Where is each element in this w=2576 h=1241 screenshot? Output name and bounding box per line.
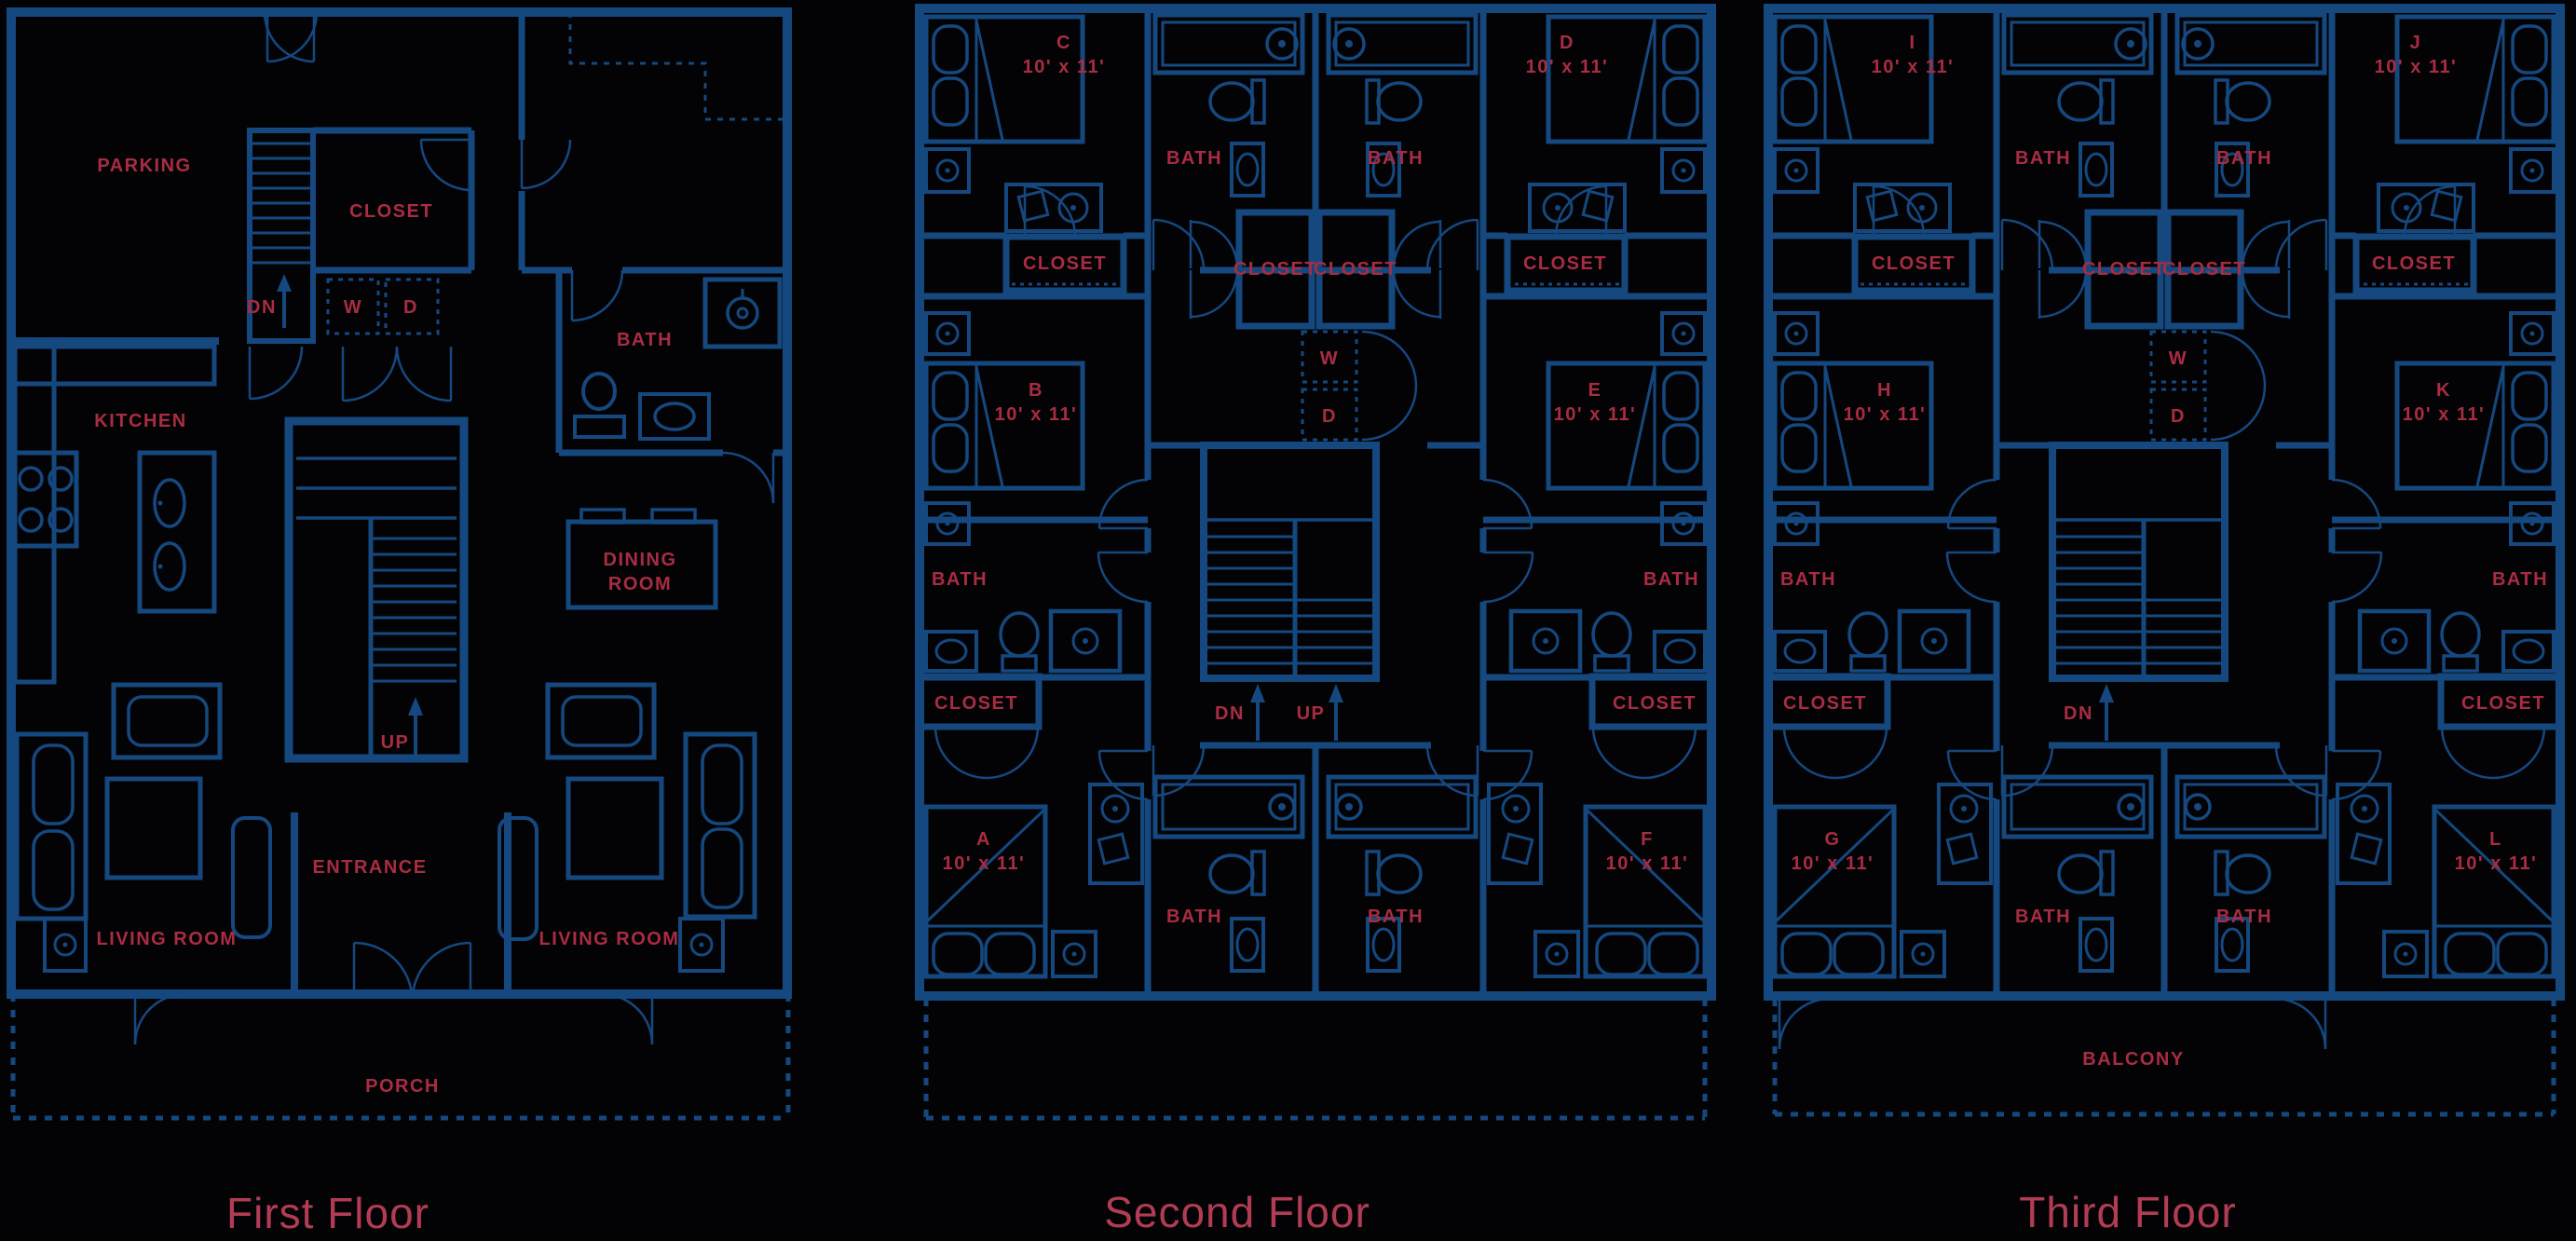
- dining-line2: ROOM: [607, 574, 673, 594]
- bedroom-label-d: D 10' x 11': [1526, 31, 1609, 79]
- bedroom-dims: 10' x 11': [2454, 853, 2538, 874]
- room-label-bath: BATH: [2014, 907, 2072, 927]
- bedroom-dims: 10' x 11': [1843, 404, 1927, 425]
- bedroom-label-e: E 10' x 11': [1554, 378, 1637, 427]
- room-label-porch: PORCH: [365, 1076, 440, 1097]
- room-label-dining-room: DINING ROOM: [604, 548, 677, 596]
- room-label-closet: CLOSET: [2161, 259, 2247, 280]
- room-label-bath: BATH: [2215, 148, 2273, 169]
- bedroom-label-j: J 10' x 11': [2375, 31, 2458, 79]
- stair-label-up-f1: UP: [380, 732, 410, 753]
- bedroom-label-i: I 10' x 11': [1872, 31, 1955, 79]
- room-label-closet: CLOSET: [1782, 693, 1868, 714]
- room-label-closet: CLOSET: [1612, 693, 1697, 714]
- room-label-bath: BATH: [1165, 148, 1223, 169]
- room-label-bath: BATH: [1642, 569, 1700, 590]
- bedroom-dims: 10' x 11': [1791, 853, 1874, 874]
- room-label-closet: CLOSET: [2081, 259, 2167, 280]
- room-label-bath: BATH: [2014, 148, 2072, 169]
- bedroom-label-f: F 10' x 11': [1606, 827, 1689, 876]
- floor-title-first: First Floor: [226, 1189, 429, 1237]
- bedroom-dims: 10' x 11': [942, 853, 1026, 874]
- dining-line1: DINING: [603, 550, 677, 570]
- floor-title-second: Second Floor: [1104, 1188, 1370, 1236]
- washer-label-f3: W: [2168, 348, 2188, 369]
- bedroom-letter: H: [1877, 380, 1892, 401]
- room-label-closet: CLOSET: [1522, 253, 1608, 274]
- room-label-bath: BATH: [931, 569, 988, 590]
- bedroom-letter: L: [2489, 829, 2502, 850]
- bedroom-dims: 10' x 11': [1022, 57, 1106, 77]
- bedroom-letter: B: [1029, 380, 1043, 401]
- room-label-balcony: BALCONY: [2082, 1049, 2185, 1070]
- washer-label-f1: W: [343, 297, 363, 318]
- bedroom-letter: A: [976, 829, 991, 850]
- first-floor-plan: [7, 7, 792, 1121]
- room-label-closet-f1: CLOSET: [348, 201, 434, 222]
- room-label-entrance: ENTRANCE: [312, 857, 428, 878]
- bedroom-dims: 10' x 11': [1525, 57, 1609, 77]
- bedroom-letter: F: [1641, 829, 1654, 850]
- room-label-bath: BATH: [1165, 907, 1223, 927]
- room-label-closet: CLOSET: [2460, 693, 2546, 714]
- bedroom-dims: 10' x 11': [994, 404, 1078, 425]
- third-floor-plan: [1768, 8, 2560, 1117]
- bedroom-label-k: K 10' x 11': [2403, 378, 2486, 427]
- room-label-living-right: LIVING ROOM: [538, 929, 680, 949]
- room-label-living-left: LIVING ROOM: [96, 929, 238, 949]
- room-label-closet: CLOSET: [1022, 253, 1108, 274]
- room-label-closet: CLOSET: [1313, 259, 1398, 280]
- bedroom-label-g: G 10' x 11': [1792, 827, 1874, 876]
- bedroom-dims: 10' x 11': [1871, 57, 1955, 77]
- stair-label-up-f2: UP: [1296, 703, 1326, 724]
- bedroom-letter: D: [1560, 33, 1574, 53]
- bedroom-label-a: A 10' x 11': [943, 827, 1026, 876]
- room-label-parking: PARKING: [97, 156, 192, 176]
- room-label-bath-f1: BATH: [616, 330, 674, 350]
- stair-label-dn-f2: DN: [1215, 703, 1245, 724]
- room-label-bath: BATH: [2215, 907, 2273, 927]
- room-label-bath: BATH: [1367, 148, 1424, 169]
- dryer-label-f2: D: [1322, 406, 1337, 427]
- bedroom-letter: C: [1056, 33, 1071, 53]
- bedroom-label-c: C 10' x 11': [1023, 31, 1106, 79]
- bedroom-label-h: H 10' x 11': [1844, 378, 1927, 427]
- bedroom-letter: E: [1588, 380, 1602, 401]
- room-label-closet: CLOSET: [934, 693, 1019, 714]
- dryer-label-f3: D: [2171, 406, 2186, 427]
- bedroom-letter: K: [2436, 380, 2451, 401]
- bedroom-letter: I: [1909, 33, 1916, 53]
- stair-label-dn-f3: DN: [2064, 703, 2093, 724]
- room-label-closet: CLOSET: [1871, 253, 1956, 274]
- washer-label-f2: W: [1319, 348, 1340, 369]
- room-label-bath: BATH: [2491, 569, 2549, 590]
- room-label-kitchen: KITCHEN: [94, 411, 187, 431]
- bedroom-letter: J: [2409, 33, 2422, 53]
- bedroom-label-l: L 10' x 11': [2455, 827, 2538, 876]
- bedroom-letter: G: [1824, 829, 1841, 850]
- floor-title-third: Third Floor: [2019, 1188, 2237, 1236]
- stair-label-dn-f1: DN: [247, 297, 277, 318]
- second-floor-plan: [920, 8, 1711, 1121]
- bedroom-dims: 10' x 11': [2402, 404, 2486, 425]
- room-label-closet: CLOSET: [1233, 259, 1318, 280]
- dryer-label-f1: D: [403, 297, 418, 318]
- bedroom-label-b: B 10' x 11': [995, 378, 1078, 427]
- bedroom-dims: 10' x 11': [1605, 853, 1689, 874]
- bedroom-dims: 10' x 11': [2374, 57, 2458, 77]
- room-label-bath: BATH: [1367, 907, 1424, 927]
- bedroom-dims: 10' x 11': [1553, 404, 1637, 425]
- room-label-closet: CLOSET: [2371, 253, 2457, 274]
- room-label-bath: BATH: [1779, 569, 1837, 590]
